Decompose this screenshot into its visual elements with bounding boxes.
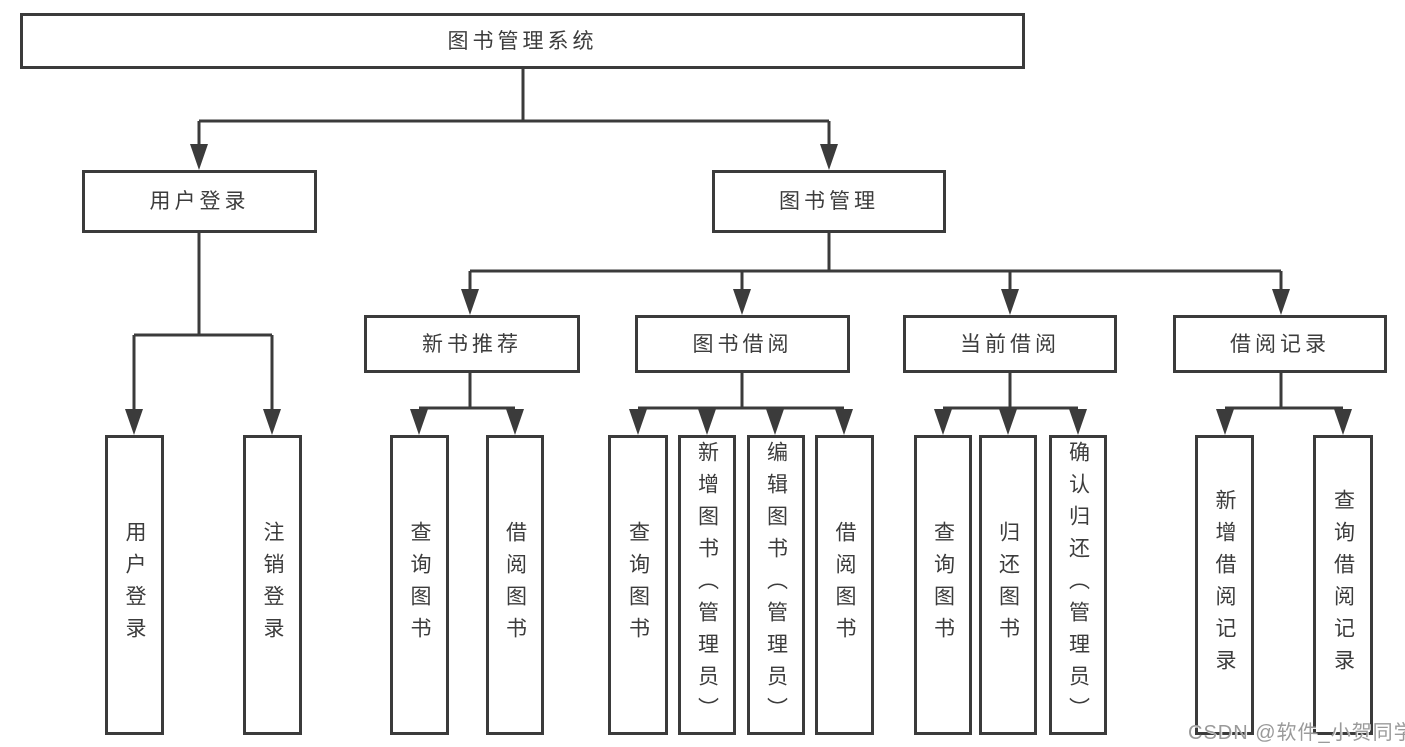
node-book-management-branch: 图书管理 — [712, 170, 946, 233]
leaf-query-borrow-record: 查询借阅记录 — [1313, 435, 1373, 735]
node-book-borrow: 图书借阅 — [635, 315, 850, 373]
node-borrow-records: 借阅记录 — [1173, 315, 1387, 373]
node-root-system: 图书管理系统 — [20, 13, 1025, 69]
leaf-return-books: 归还图书 — [979, 435, 1037, 735]
leaf-query-books-recommend: 查询图书 — [390, 435, 449, 735]
node-new-book-recommend: 新书推荐 — [364, 315, 580, 373]
leaf-logout: 注销登录 — [243, 435, 302, 735]
leaf-add-borrow-record: 新增借阅记录 — [1195, 435, 1254, 735]
leaf-edit-books-admin: 编辑图书（管理员） — [747, 435, 805, 735]
leaf-borrow-books-recommend: 借阅图书 — [486, 435, 544, 735]
leaf-user-login: 用户登录 — [105, 435, 164, 735]
node-user-login-branch: 用户登录 — [82, 170, 317, 233]
leaf-confirm-return-admin: 确认归还（管理员） — [1049, 435, 1107, 735]
node-current-borrow: 当前借阅 — [903, 315, 1117, 373]
connector-root-split — [132, 68, 1343, 411]
leaf-add-books-admin: 新增图书（管理员） — [678, 435, 736, 735]
leaf-borrow-books: 借阅图书 — [815, 435, 874, 735]
leaf-query-books-current: 查询图书 — [914, 435, 972, 735]
arrowhead-icons — [125, 144, 1352, 435]
csdn-watermark: CSDN @软件_小贺同学 — [1188, 722, 1405, 744]
leaf-query-books-borrow: 查询图书 — [608, 435, 668, 735]
